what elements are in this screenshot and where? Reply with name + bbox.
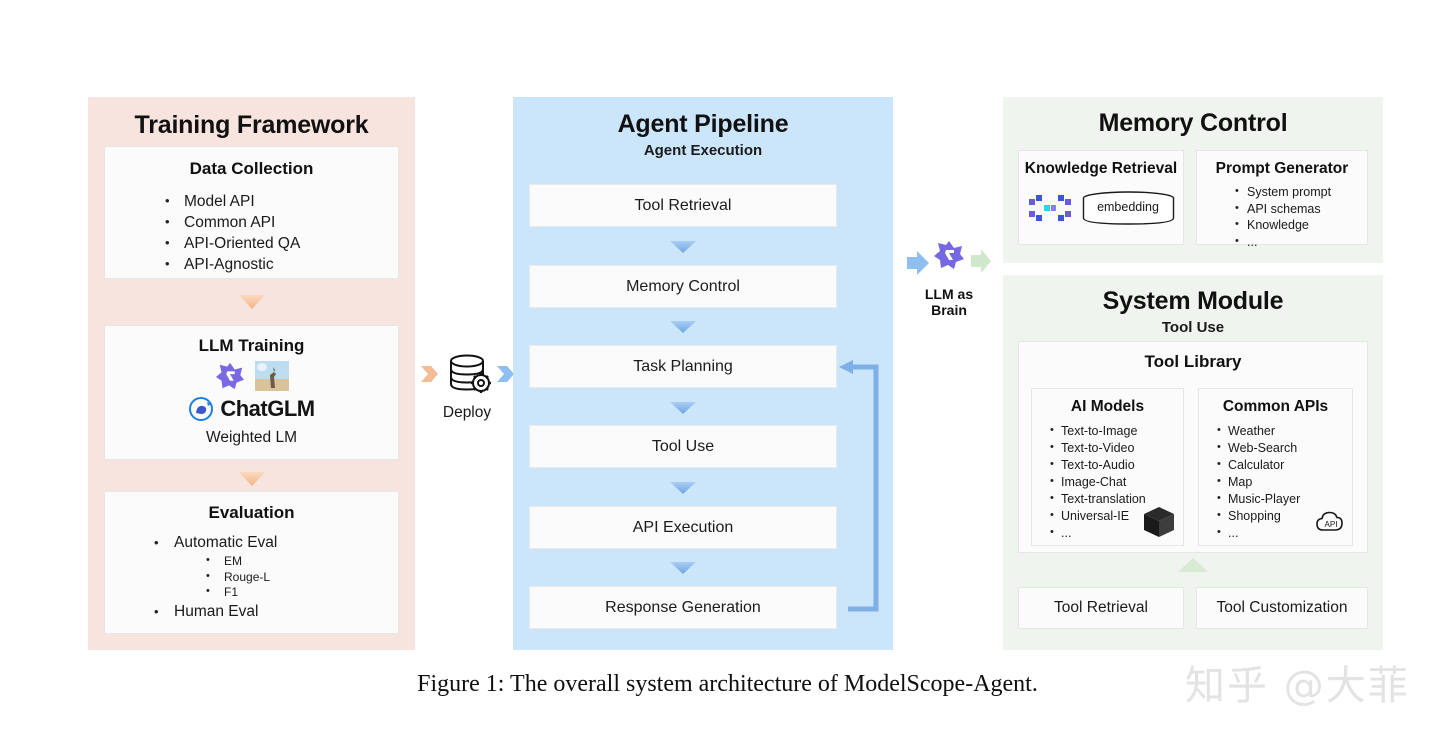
list-item: Image-Chat [1050,473,1183,491]
list-item: Web-Search [1217,439,1352,457]
list-item: Map [1217,473,1352,491]
api-cloud-icon: API [1316,511,1343,531]
common-apis-card: Common APIs Weather Web-Search Calculato… [1198,388,1353,546]
feedback-loop-arrow-icon [839,360,879,612]
tool-retrieval-button[interactable]: Tool Retrieval [1018,587,1184,629]
list-item-label: Automatic Eval [174,534,278,551]
system-module-subtitle: Tool Use [1161,319,1225,336]
llm-as-brain-label: LLM as Brain [897,286,1001,318]
memory-control-title: Memory Control [1098,109,1288,137]
tool-customization-button[interactable]: Tool Customization [1196,587,1368,629]
blue-down-arrow-icon [670,321,696,333]
list-item: EM [202,553,398,570]
llm-as-brain-label-line1: LLM as [924,286,974,302]
knowledge-retrieval-title: Knowledge Retrieval [1024,160,1178,177]
training-framework-title: Training Framework [134,111,369,139]
list-item: API schemas [1235,200,1367,218]
list-item: Text-to-Video [1050,439,1183,457]
agent-pipeline-subtitle: Agent Execution [643,142,763,159]
llm-as-brain-label-line2: Brain [931,302,967,318]
list-item: ... [1217,524,1352,542]
database-gear-icon [421,354,514,393]
list-item: Calculator [1217,456,1352,474]
system-module-title: System Module [1102,287,1284,315]
blue-down-arrow-icon [670,482,696,494]
evaluation-title: Evaluation [208,503,295,522]
list-item: Model API [161,190,398,212]
deploy-connector: Deploy [419,348,515,430]
modelscope-logo-icon [215,362,244,390]
list-item: API-Agnostic [161,253,398,275]
llm-as-brain-connector: LLM as Brain [897,240,1001,330]
knowledge-retrieval-visual-row: embedding [1019,191,1183,225]
list-item: ... [1050,524,1183,542]
llm-training-title: LLM Training [198,336,305,355]
orange-down-arrow-icon [239,472,265,486]
list-item: Text-to-Audio [1050,456,1183,474]
pipeline-step-response-generation[interactable]: Response Generation [529,586,837,629]
data-collection-title: Data Collection [189,159,314,178]
agent-pipeline-title: Agent Pipeline [617,110,789,138]
chatglm-logo-icon [189,397,214,421]
knowledge-retrieval-card: Knowledge Retrieval embedding [1018,150,1184,245]
list-item: ... [1235,233,1367,251]
list-item: Knowledge [1235,216,1367,234]
list-item: Weather [1217,422,1352,440]
evaluation-list: Automatic Eval EM Rouge-L F1 Human Eval [149,532,398,623]
chatglm-logo-row: ChatGLM [105,395,398,423]
prompt-generator-list: System prompt API schemas Knowledge ... [1235,183,1367,251]
list-item: API-Oriented QA [161,232,398,254]
common-apis-title: Common APIs [1222,398,1329,415]
list-item: Text-translation [1050,490,1183,508]
blue-down-arrow-icon [670,562,696,574]
evaluation-card: Evaluation Automatic Eval EM Rouge-L F1 … [104,491,399,634]
blue-down-arrow-icon [670,402,696,414]
prompt-generator-card: Prompt Generator System prompt API schem… [1196,150,1368,249]
tool-library-title: Tool Library [1144,352,1242,371]
common-apis-list: Weather Web-Search Calculator Map Music-… [1217,422,1352,542]
list-item: Music-Player [1217,490,1352,508]
embedding-cylinder: embedding [1081,191,1176,225]
green-up-arrow-icon [1178,558,1208,572]
llm-training-card: LLM Training ChatGLM Wei [104,325,399,460]
watermark: 知乎 @大菲 [1185,663,1410,709]
embedding-label: embedding [1097,200,1159,214]
weighted-lm-label: Weighted LM [205,429,298,446]
llm-training-logo-row [105,361,398,391]
ai-models-list: Text-to-Image Text-to-Video Text-to-Audi… [1050,422,1183,542]
ai-models-title: AI Models [1070,398,1145,415]
chatglm-wordmark: ChatGLM [220,396,315,421]
list-item: Rouge-L [202,569,398,586]
orange-down-arrow-icon [239,295,265,309]
list-item: Automatic Eval EM Rouge-L F1 [149,532,398,601]
pipeline-step-api-execution[interactable]: API Execution [529,506,837,549]
data-collection-list: Model API Common API API-Oriented QA API… [161,190,398,275]
list-item: F1 [202,584,398,601]
vector-dots-icon [1028,195,1071,221]
automatic-eval-sublist: EM Rouge-L F1 [202,553,398,601]
list-item: Human Eval [149,601,398,623]
deploy-label: Deploy [442,404,492,421]
data-collection-card: Data Collection Model API Common API API… [104,146,399,279]
figure-caption: Figure 1: The overall system architectur… [417,671,1038,697]
list-item: Universal-IE [1050,507,1183,525]
pipeline-step-task-planning[interactable]: Task Planning [529,345,837,388]
modelscope-brain-icon [907,241,991,275]
list-item: System prompt [1235,183,1367,201]
blue-down-arrow-icon [670,241,696,253]
cube-icon [1144,507,1174,537]
pipeline-step-memory-control[interactable]: Memory Control [529,265,837,308]
list-item: Common API [161,211,398,233]
prompt-generator-title: Prompt Generator [1215,160,1349,177]
svg-text:API: API [1325,520,1338,529]
pipeline-step-tool-use[interactable]: Tool Use [529,425,837,468]
list-item: Shopping [1217,507,1352,525]
pipeline-step-tool-retrieval[interactable]: Tool Retrieval [529,184,837,227]
list-item: Text-to-Image [1050,422,1183,440]
llama-photo-logo-icon [254,361,289,391]
